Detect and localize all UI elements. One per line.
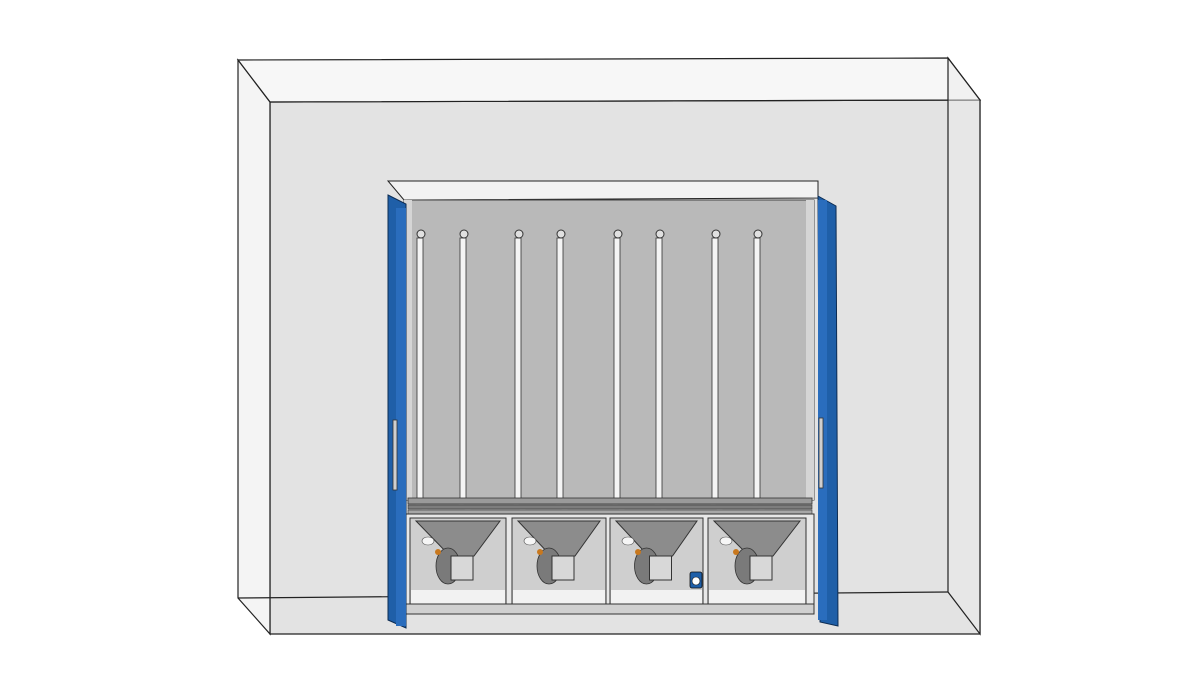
hopper-bays <box>409 517 807 605</box>
pipe-elbow <box>459 229 469 239</box>
hopper-bay <box>409 517 507 605</box>
hopper <box>614 520 698 557</box>
left-door-handle[interactable] <box>392 419 398 491</box>
hopper <box>414 520 501 557</box>
pipe-elbow <box>655 229 665 239</box>
fitting <box>719 536 733 546</box>
right-door-handle[interactable] <box>818 417 824 489</box>
hopper-outlet <box>749 555 773 581</box>
pipe-elbow <box>753 229 763 239</box>
hopper-bay <box>511 517 607 605</box>
pipe-elbow <box>556 229 566 239</box>
fitting <box>421 536 435 546</box>
left-door[interactable] <box>387 194 407 629</box>
cabinet <box>386 180 819 615</box>
enclosure-top-face <box>236 57 982 103</box>
pipe-elbow <box>711 229 721 239</box>
right-door[interactable] <box>817 195 839 627</box>
hopper <box>712 520 802 557</box>
cabinet-interior <box>403 199 815 501</box>
valve <box>537 549 543 555</box>
valve <box>435 549 441 555</box>
hopper-outlet <box>649 555 672 581</box>
pipe-elbow <box>514 229 524 239</box>
cabinet-top <box>386 180 819 201</box>
fitting <box>523 536 537 546</box>
hopper <box>516 520 601 557</box>
valve <box>635 549 641 555</box>
cabinet-side-left <box>404 200 412 500</box>
hopper-outlet <box>551 555 575 581</box>
enclosure-right-face <box>947 56 981 636</box>
pipe-elbow <box>613 229 623 239</box>
valve <box>733 549 739 555</box>
fitting <box>621 536 635 546</box>
hopper-outlet <box>450 555 474 581</box>
cabinet-side-right <box>806 200 814 500</box>
hopper-bay <box>707 517 807 605</box>
grate-rails <box>407 497 813 515</box>
pipe-elbow <box>416 229 426 239</box>
hopper-bay <box>609 517 704 605</box>
base-rail <box>403 603 815 615</box>
enclosure-left-face <box>237 58 271 636</box>
pressure-gauge <box>689 571 703 589</box>
